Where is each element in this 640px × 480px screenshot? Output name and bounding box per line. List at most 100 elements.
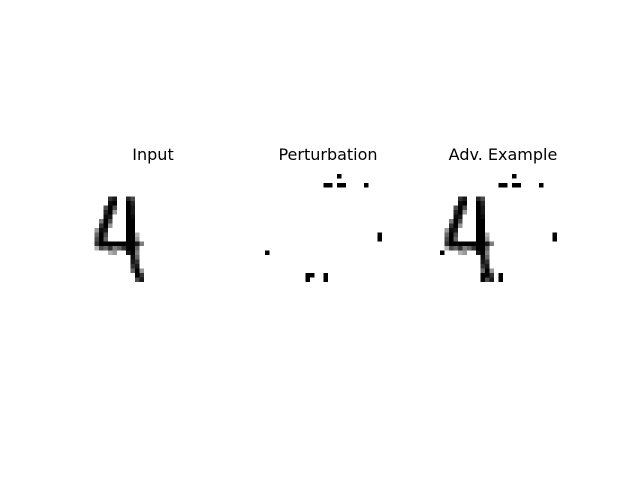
input-pixel xyxy=(108,210,113,215)
input-pixel xyxy=(126,228,131,233)
adversarial-pixel xyxy=(489,273,494,278)
adversarial-pixel xyxy=(485,273,490,278)
input-pixel xyxy=(103,219,108,224)
adversarial-pixel xyxy=(485,250,490,255)
adversarial-pixel xyxy=(444,232,449,237)
adversarial-pixel xyxy=(462,241,467,246)
adversarial-pixel-grid xyxy=(440,174,557,282)
adversarial-pixel xyxy=(458,196,463,201)
input-pixel xyxy=(99,228,104,233)
adversarial-pixel xyxy=(458,201,463,206)
perturbation-pixel xyxy=(337,174,342,179)
adversarial-pixel xyxy=(476,201,481,206)
adversarial-pixel xyxy=(480,237,485,242)
adversarial-pixel xyxy=(480,232,485,237)
adversarial-pixel xyxy=(485,237,490,242)
perturbation-pixel xyxy=(341,183,346,188)
adversarial-pixel xyxy=(480,250,485,255)
adversarial-pixel xyxy=(480,210,485,215)
input-pixel xyxy=(135,255,140,260)
adversarial-pixel xyxy=(453,210,458,215)
adversarial-pixel xyxy=(453,237,458,242)
adversarial-pixel xyxy=(467,246,472,251)
adversarial-pixel xyxy=(458,246,463,251)
perturbation-pixel xyxy=(364,183,369,188)
adversarial-pixel xyxy=(498,273,503,278)
input-pixel xyxy=(139,277,144,282)
input-pixel xyxy=(126,237,131,242)
input-pixel xyxy=(99,246,104,251)
adversarial-example-title: Adv. Example xyxy=(448,145,558,164)
input-pixel xyxy=(108,201,113,206)
adversarial-pixel xyxy=(476,250,481,255)
adversarial-pixel xyxy=(453,228,458,233)
input-pixel xyxy=(139,268,144,273)
adversarial-pixel xyxy=(476,241,481,246)
adversarial-pixel xyxy=(449,232,454,237)
adversarial-pixel xyxy=(485,246,490,251)
input-pixel xyxy=(130,214,135,219)
input-pixel xyxy=(130,210,135,215)
adversarial-pixel xyxy=(476,223,481,228)
perturbation-title: Perturbation xyxy=(278,145,378,164)
adversarial-pixel xyxy=(498,277,503,282)
input-image xyxy=(90,174,216,300)
adversarial-pixel xyxy=(480,214,485,219)
input-pixel xyxy=(99,223,104,228)
perturbation-pixel xyxy=(305,277,310,282)
adversarial-pixel xyxy=(480,219,485,224)
input-pixel xyxy=(126,210,131,215)
input-pixel xyxy=(94,246,99,251)
input-pixel xyxy=(103,214,108,219)
adversarial-pixel xyxy=(458,214,463,219)
input-pixel xyxy=(108,241,113,246)
adversarial-pixel xyxy=(476,228,481,233)
input-pixel xyxy=(126,205,131,210)
adversarial-pixel xyxy=(480,273,485,278)
input-pixel xyxy=(139,241,144,246)
input-pixel xyxy=(135,250,140,255)
adversarial-pixel xyxy=(480,255,485,260)
adversarial-pixel xyxy=(480,223,485,228)
input-pixel xyxy=(130,268,135,273)
input-pixel xyxy=(130,241,135,246)
input-pixel xyxy=(139,273,144,278)
input-pixel xyxy=(108,219,113,224)
adversarial-pixel xyxy=(516,183,521,188)
input-pixel xyxy=(121,246,126,251)
adversarial-pixel xyxy=(489,277,494,282)
input-pixel xyxy=(135,273,140,278)
input-pixel xyxy=(130,259,135,264)
adversarial-pixel xyxy=(485,259,490,264)
perturbation-pixel-grid xyxy=(265,174,382,282)
perturbation-pixel xyxy=(377,232,382,237)
input-pixel xyxy=(112,210,117,215)
perturbation-pixel xyxy=(305,273,310,278)
input-pixel xyxy=(126,250,131,255)
input-pixel xyxy=(94,237,99,242)
adversarial-pixel xyxy=(449,246,454,251)
input-pixel xyxy=(130,205,135,210)
adversarial-pixel xyxy=(480,196,485,201)
adversarial-pixel xyxy=(458,241,463,246)
adversarial-pixel xyxy=(476,246,481,251)
adversarial-pixel xyxy=(449,228,454,233)
adversarial-pixel xyxy=(453,246,458,251)
perturbation-image xyxy=(265,174,391,300)
adversarial-pixel xyxy=(444,246,449,251)
input-pixel xyxy=(135,264,140,269)
input-pixel-grid xyxy=(94,196,144,282)
adversarial-pixel xyxy=(453,219,458,224)
input-pixel xyxy=(103,223,108,228)
adversarial-pixel xyxy=(552,232,557,237)
adversarial-pixel xyxy=(458,210,463,215)
input-pixel xyxy=(112,250,117,255)
perturbation-pixel xyxy=(323,277,328,282)
input-pixel xyxy=(135,246,140,251)
input-pixel xyxy=(103,205,108,210)
input-pixel xyxy=(94,232,99,237)
input-pixel xyxy=(117,241,122,246)
adversarial-pixel xyxy=(453,205,458,210)
adversarial-pixel xyxy=(462,250,467,255)
input-pixel xyxy=(130,246,135,251)
